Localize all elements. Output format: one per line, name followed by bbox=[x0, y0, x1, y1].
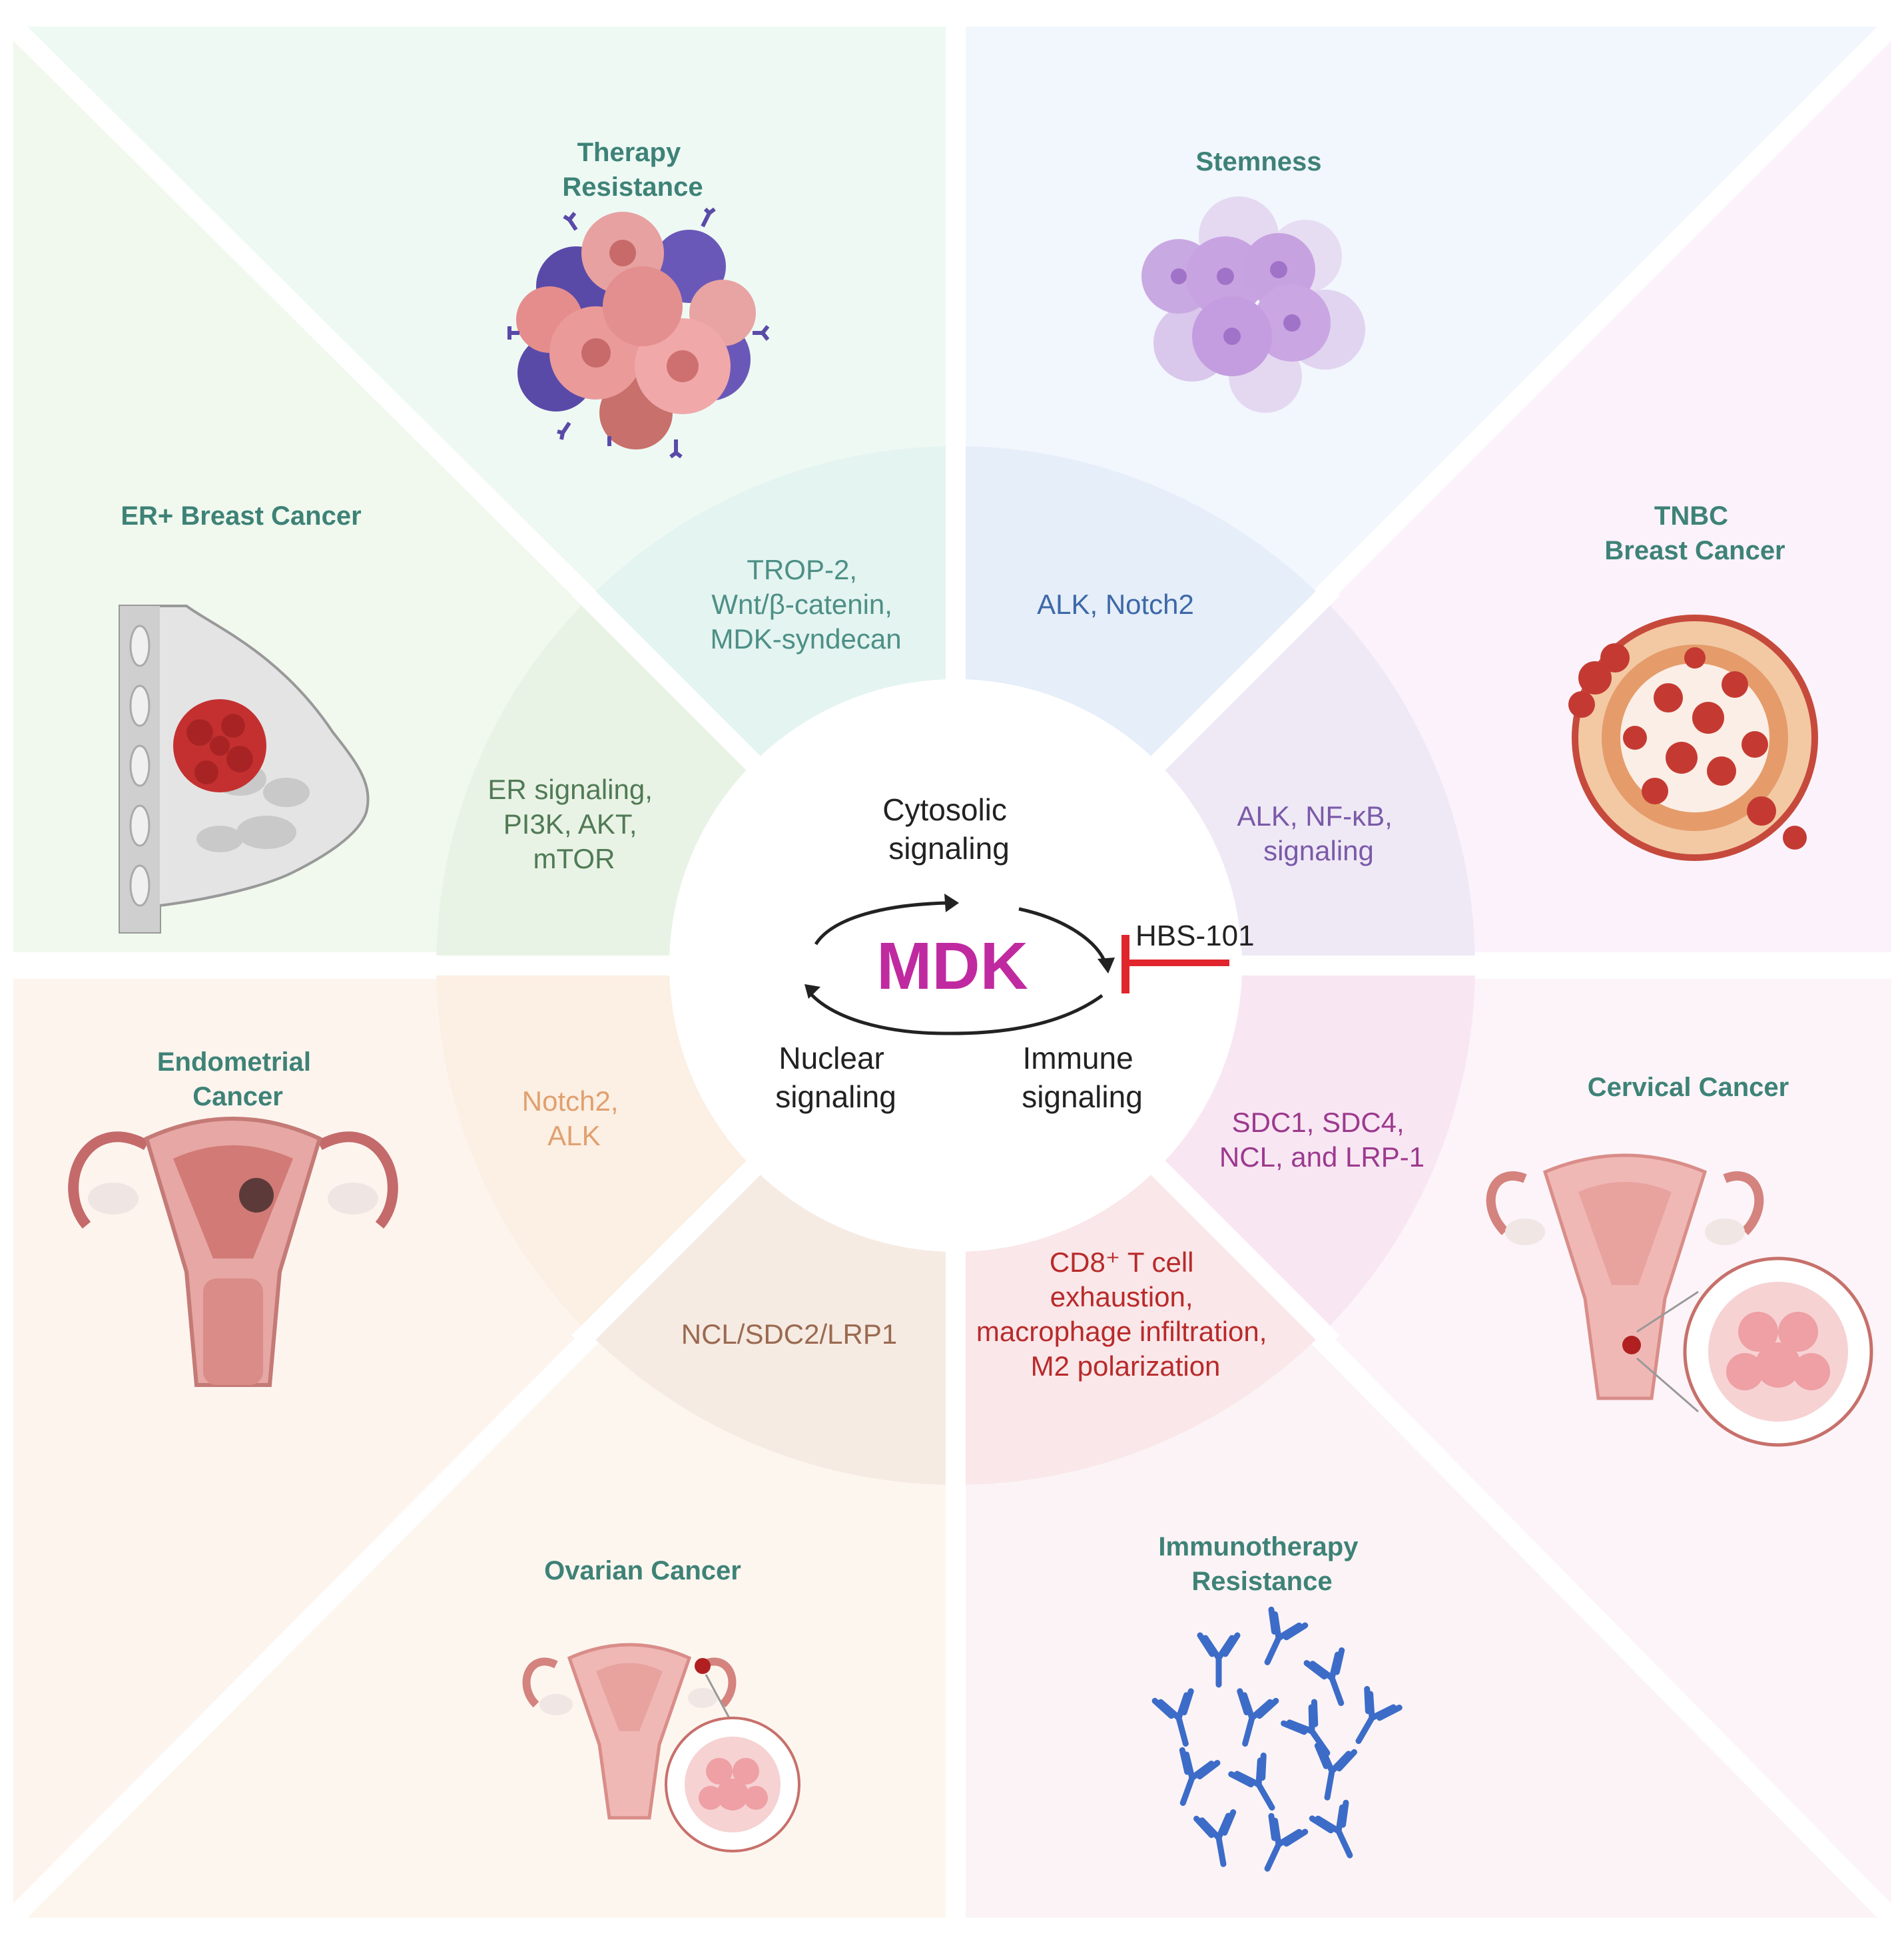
arrow-to-immune bbox=[1018, 907, 1108, 965]
cell-cluster-icon bbox=[507, 207, 770, 459]
title-tnbc: TNBC Breast Cancer bbox=[1604, 501, 1785, 565]
title-immunotherapy: Immunotherapy Resistance bbox=[1158, 1532, 1365, 1596]
hbs-101-label: HBS-101 bbox=[1135, 920, 1255, 952]
center-content: Cytosolic signaling Nuclear signaling Im… bbox=[775, 792, 1254, 1114]
signaling-cycle-arrows bbox=[808, 901, 1108, 1035]
cervix-icon bbox=[1486, 1153, 1873, 1447]
arrowhead-immune bbox=[1098, 958, 1115, 973]
arrowhead-cytosolic bbox=[944, 894, 959, 912]
title-cervical: Cervical Cancer bbox=[1588, 1073, 1789, 1102]
breast-icon bbox=[119, 605, 370, 934]
arrow-to-nuclear bbox=[808, 991, 1104, 1035]
nuclear-signaling-label: Nuclear signaling bbox=[775, 1041, 896, 1114]
title-stemness: Stemness bbox=[1196, 147, 1322, 176]
ring-label-right-bottom: SDC1, SDC4, NCL, and LRP-1 bbox=[1219, 1107, 1425, 1173]
ring-labels: TROP-2, Wnt/β-catenin, MDK-syndecan ALK,… bbox=[487, 554, 1425, 1382]
mdk-label: MDK bbox=[876, 929, 1028, 1003]
arrow-to-cytosolic bbox=[814, 901, 950, 946]
antibody-icon bbox=[1151, 1606, 1403, 1872]
signaling-ring bbox=[423, 433, 1488, 1498]
ring-label-left-top: ER signaling, PI3K, AKT, mTOR bbox=[487, 774, 660, 874]
arrowhead-nuclear bbox=[804, 984, 820, 999]
ring-label-bottom-right: CD8⁺ T cell exhaustion, macrophage infil… bbox=[976, 1246, 1275, 1382]
center-circle bbox=[669, 679, 1242, 1252]
ring-label-left-bottom: Notch2, ALK bbox=[522, 1085, 626, 1151]
cytosolic-signaling-label: Cytosolic signaling bbox=[882, 792, 1015, 866]
immune-signaling-label: Immune signaling bbox=[1022, 1041, 1143, 1114]
ring-label-right-top: ALK, NF-κB, signaling bbox=[1237, 800, 1400, 866]
ovary-icon bbox=[522, 1643, 800, 1852]
ring-label-bottom-left: NCL/SDC2/LRP1 bbox=[681, 1318, 897, 1350]
title-ovarian: Ovarian Cancer bbox=[544, 1556, 741, 1585]
title-therapy-resistance: Therapy Resistance bbox=[562, 138, 703, 202]
inhibitor-symbol bbox=[1121, 935, 1229, 993]
tumor-duct-icon bbox=[1568, 615, 1818, 861]
stem-cell-icon bbox=[1141, 196, 1365, 413]
outer-titles: Therapy Resistance Stemness TNBC Breast … bbox=[121, 138, 1789, 1596]
title-endometrial: Endometrial Cancer bbox=[157, 1047, 318, 1111]
ring-label-top-right: ALK, Notch2 bbox=[1037, 589, 1194, 620]
uterus-icon bbox=[68, 1117, 398, 1387]
ring-label-top-left: TROP-2, Wnt/β-catenin, MDK-syndecan bbox=[710, 554, 901, 655]
title-er-breast: ER+ Breast Cancer bbox=[121, 501, 361, 531]
